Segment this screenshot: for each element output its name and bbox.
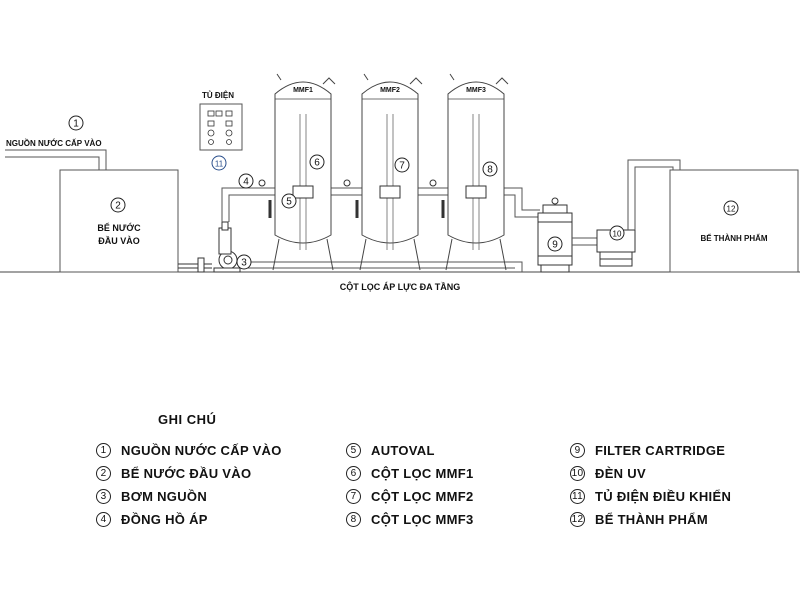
marker-10: 10 [609, 225, 625, 241]
legend-item-2: 2 BỂ NƯỚC ĐẦU VÀO [96, 466, 251, 481]
pressure-gauges [258, 179, 559, 205]
filter-column-label-mmf3: MMF3 [466, 87, 486, 94]
legend-text: TỦ ĐIỆN ĐIỀU KHIỂN [595, 489, 732, 504]
legend-item-1: 1 NGUỒN NƯỚC CẤP VÀO [96, 443, 282, 458]
legend-item-12: 12 BỂ THÀNH PHẨM [570, 512, 708, 527]
filter-column-label-mmf2: MMF2 [380, 87, 400, 94]
filter-column-mmf3: MMF3 [441, 73, 509, 271]
legend-text: CỘT LỌC MMF3 [371, 512, 474, 527]
legend-item-11: 11 TỦ ĐIỆN ĐIỀU KHIỂN [570, 489, 731, 504]
legend-title: GHI CHÚ [158, 412, 217, 427]
marker-label-10: 10 [613, 230, 622, 239]
legend-text: CỘT LỌC MMF2 [371, 489, 474, 504]
legend-text: ĐỒNG HỒ ÁP [121, 512, 208, 527]
marker-9: 9 [547, 236, 563, 252]
filter-columns: MMF1 MMF2 MMF3 [268, 73, 509, 271]
marker-label-3: 3 [241, 258, 247, 269]
legend-text: ĐÈN UV [595, 466, 646, 481]
marker-label-5: 5 [286, 197, 292, 208]
legend-text: AUTOVAL [371, 443, 435, 458]
legend-number: 5 [346, 443, 361, 458]
filter-column-mmf1: MMF1 [268, 73, 336, 271]
legend-number: 4 [96, 512, 111, 527]
legend-number: 7 [346, 489, 361, 504]
legend-item-8: 8 CỘT LỌC MMF3 [346, 512, 474, 527]
legend-number: 10 [570, 466, 585, 481]
legend-item-6: 6 CỘT LỌC MMF1 [346, 466, 474, 481]
product-tank [669, 169, 799, 273]
marker-5: 5 [281, 193, 297, 209]
legend-text: BƠM NGUỒN [121, 489, 208, 504]
marker-11: 11 [211, 155, 227, 171]
legend-number: 1 [96, 443, 111, 458]
legend-number: 11 [570, 489, 585, 504]
legend-number: 3 [96, 489, 111, 504]
marker-8: 8 [482, 161, 498, 177]
legend-number: 6 [346, 466, 361, 481]
marker-label-11: 11 [215, 160, 224, 169]
marker-label-4: 4 [243, 177, 249, 188]
marker-label-8: 8 [487, 165, 493, 176]
legend-item-9: 9 FILTER CARTRIDGE [570, 443, 725, 458]
control-panel [199, 103, 243, 151]
marker-2: 2 [110, 197, 126, 213]
filter-column-label-mmf1: MMF1 [293, 87, 313, 94]
marker-label-6: 6 [314, 158, 320, 169]
legend-text: NGUỒN NƯỚC CẤP VÀO [121, 443, 282, 458]
filter-cartridge [537, 204, 573, 273]
filter-column-mmf2: MMF2 [355, 73, 423, 271]
legend-item-5: 5 AUTOVAL [346, 443, 435, 458]
control-panel-label: TỦ ĐIỆN [202, 91, 234, 100]
legend-number: 8 [346, 512, 361, 527]
source-pump [178, 221, 241, 273]
legend-number: 9 [570, 443, 585, 458]
legend-number: 12 [570, 512, 585, 527]
legend-text: BỂ THÀNH PHẨM [595, 512, 708, 527]
marker-3: 3 [236, 254, 252, 270]
legend-number: 2 [96, 466, 111, 481]
source-label: NGUỒN NƯỚC CẤP VÀO [6, 138, 102, 148]
cartridge-to-uv-pipe [572, 237, 600, 246]
marker-label-12: 12 [727, 205, 736, 214]
marker-label-2: 2 [115, 201, 121, 212]
marker-1: 1 [68, 115, 84, 131]
legend-text: FILTER CARTRIDGE [595, 443, 726, 458]
legend-item-10: 10 ĐÈN UV [570, 466, 646, 481]
inlet-tank-label-1: BỂ NƯỚC [97, 222, 141, 233]
product-tank-label: BỂ THÀNH PHẨM [700, 234, 767, 243]
marker-12: 12 [723, 200, 739, 216]
diagram-caption: CỘT LỌC ÁP LỰC ĐA TẦNG [340, 281, 460, 292]
legend-item-3: 3 BƠM NGUỒN [96, 489, 207, 504]
legend-text: CỘT LỌC MMF1 [371, 466, 474, 481]
marker-label-9: 9 [552, 240, 558, 251]
header-pipe [221, 187, 540, 272]
marker-7: 7 [394, 157, 410, 173]
marker-4: 4 [238, 173, 254, 189]
inlet-tank-label-2: ĐẦU VÀO [98, 236, 140, 246]
legend-text: BỂ NƯỚC ĐẦU VÀO [121, 466, 252, 481]
marker-label-1: 1 [73, 119, 79, 130]
inlet-tank [59, 169, 179, 273]
marker-label-7: 7 [399, 161, 405, 172]
legend-item-4: 4 ĐỒNG HỒ ÁP [96, 512, 208, 527]
marker-6: 6 [309, 154, 325, 170]
legend-item-7: 7 CỘT LỌC MMF2 [346, 489, 474, 504]
